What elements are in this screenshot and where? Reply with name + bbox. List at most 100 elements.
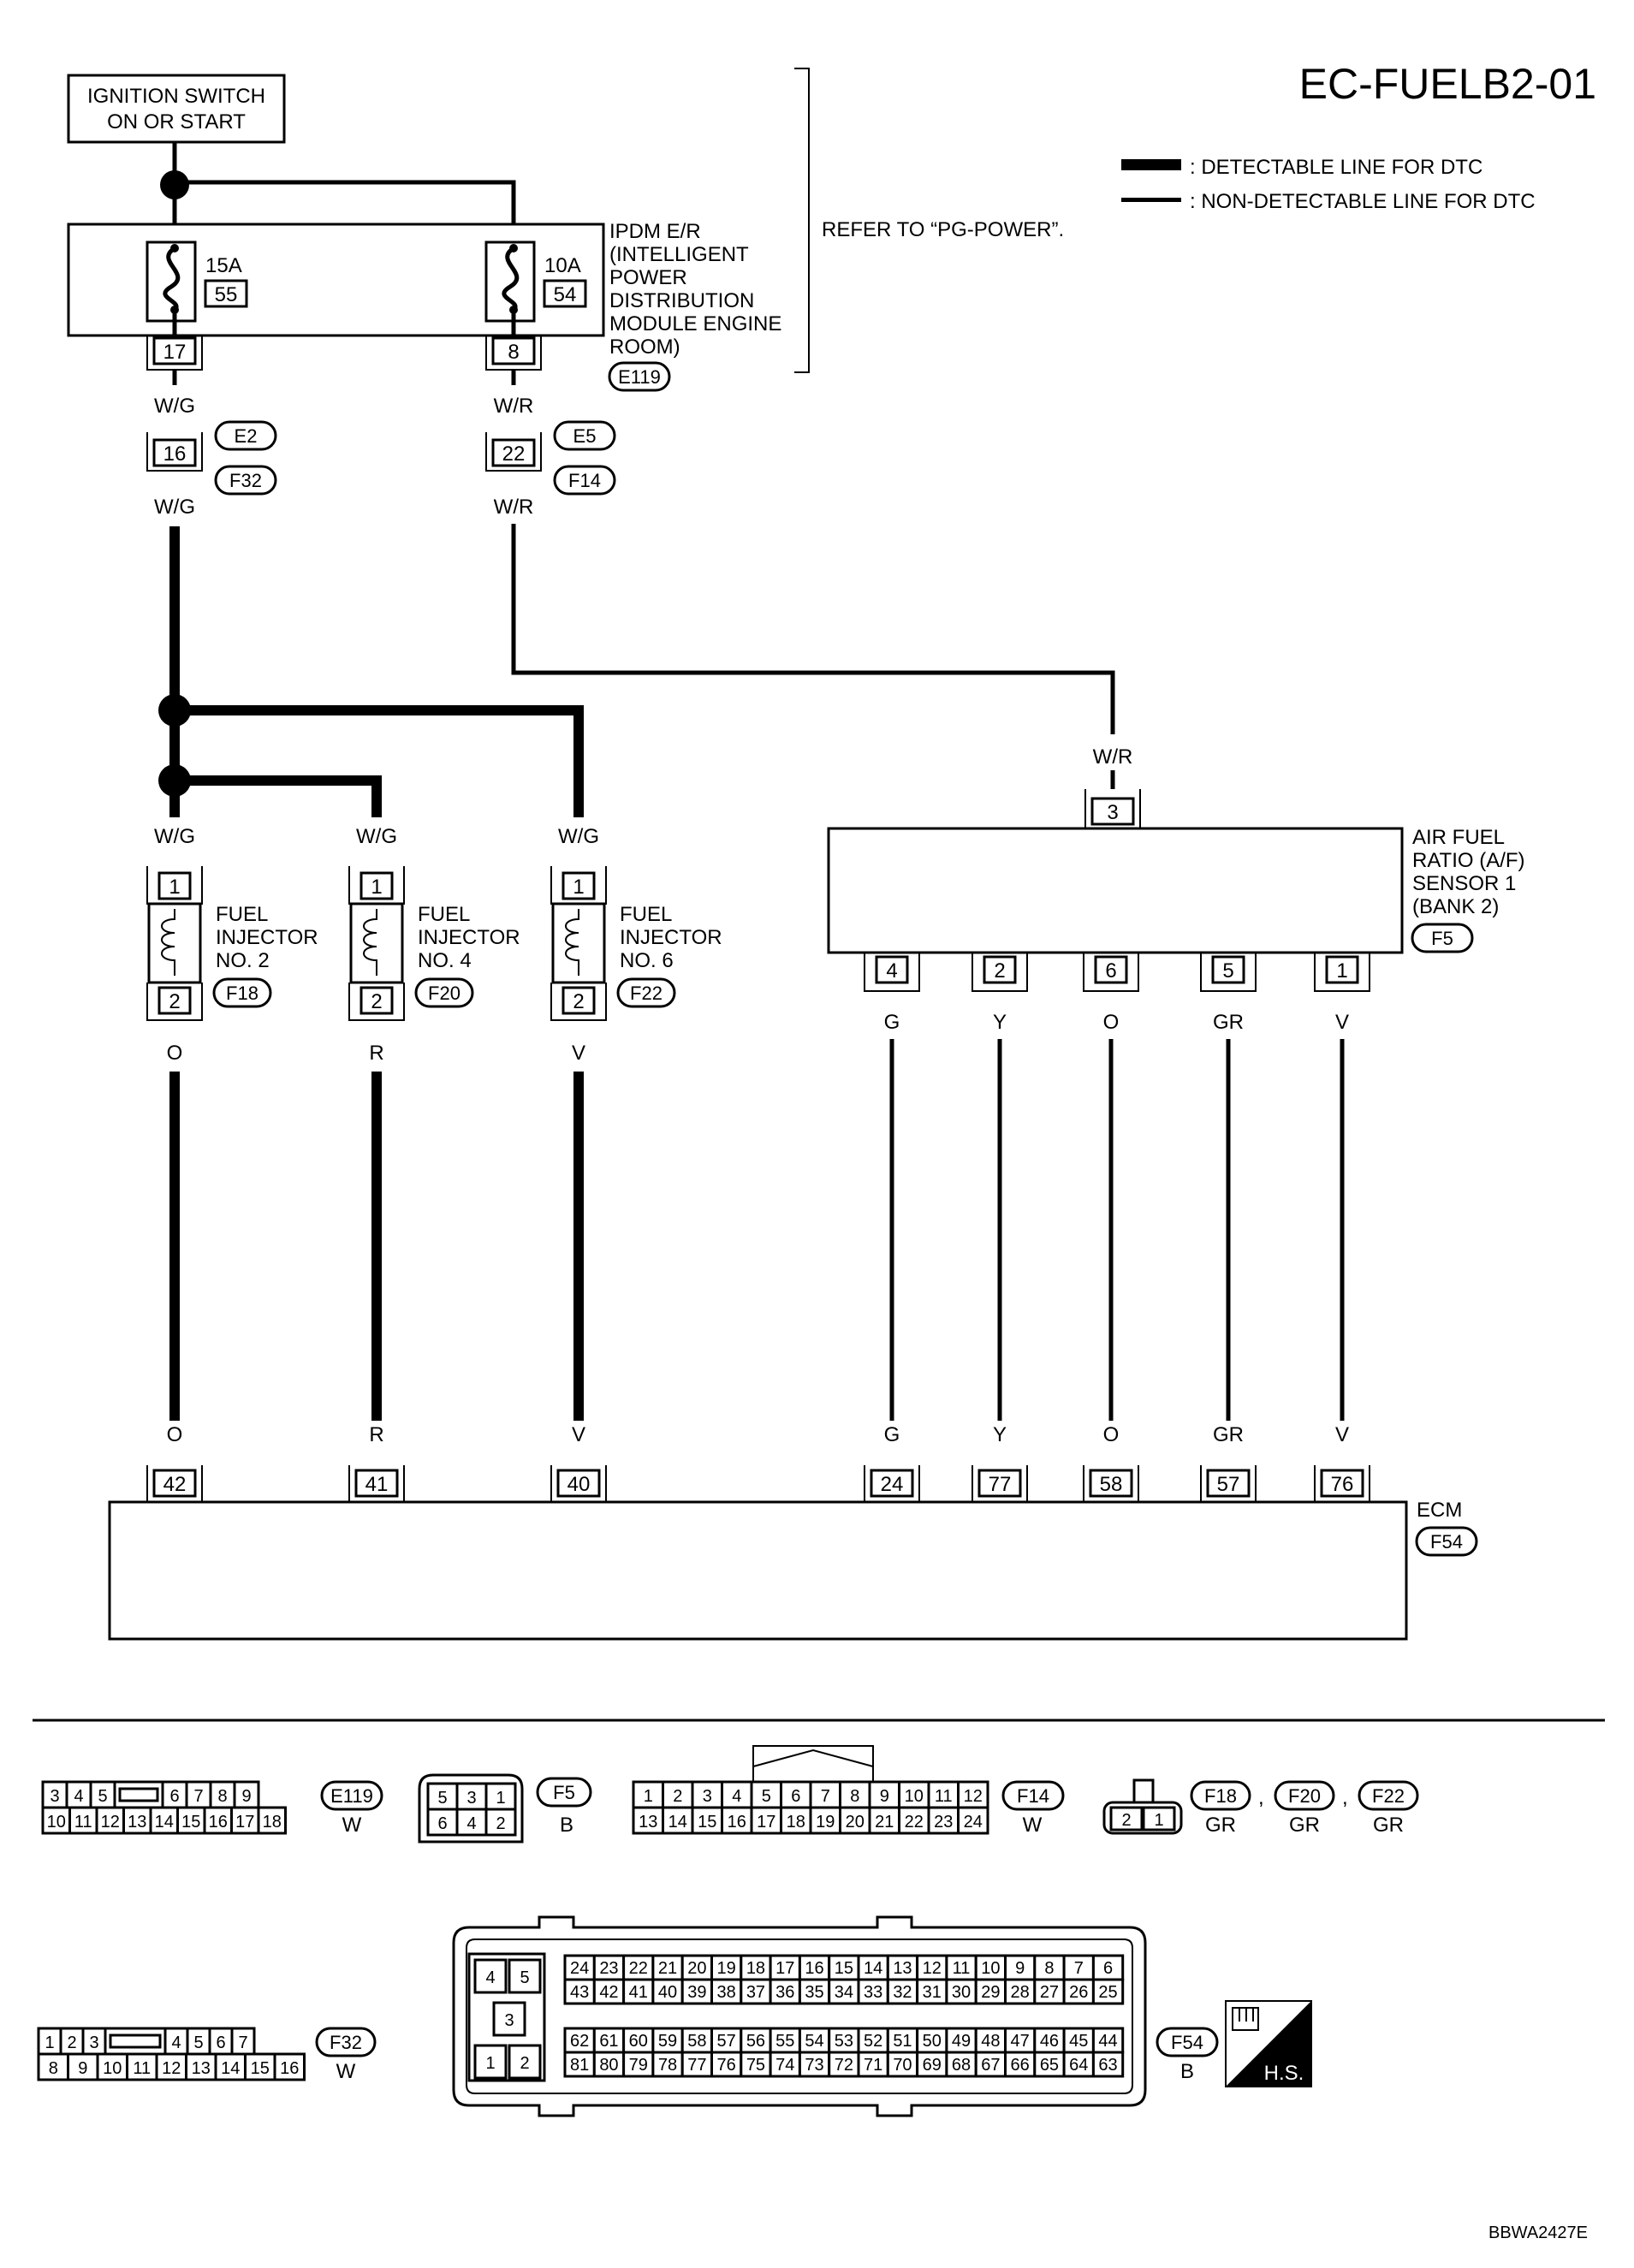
cavity-number: 45 [1069, 2032, 1088, 2051]
cavity-number: 7 [193, 1787, 203, 1806]
cavity-number: 15 [251, 2059, 270, 2078]
cavity-number: 13 [192, 2059, 211, 2078]
cavity-number: 13 [893, 1959, 912, 1978]
af-output-5: 1VV76A/F-UN2 [1302, 953, 1382, 1532]
cavity-number: 3 [89, 2033, 98, 2052]
af-sensor-label-1: AIR FUEL [1412, 826, 1505, 849]
cavity-number: 13 [128, 1813, 146, 1832]
cavity-number: 61 [599, 2032, 618, 2051]
ecm-wire-color: Y [993, 1423, 1007, 1446]
af-sensor-label-3: SENSOR 1 [1412, 872, 1516, 895]
legend-non-detectable-swatch [1121, 198, 1181, 202]
cavity-number: 38 [717, 1983, 736, 2002]
cavity-number: 4 [466, 1814, 476, 1833]
cavity-number: 4 [485, 1968, 495, 1987]
af-output-pin: 1 [1336, 959, 1347, 983]
cavity-number: 65 [1040, 2056, 1059, 2075]
left-joint-conn-top: E2 [235, 425, 258, 447]
injector-conn: F20 [428, 983, 460, 1004]
cavity-number: 8 [217, 1787, 227, 1806]
harness-side-label: H.S. [1264, 2062, 1304, 2085]
right-joint-conn-bottom: F14 [568, 470, 601, 491]
cavity-number: 35 [805, 1983, 823, 2002]
ipdm-pin-8: 8 [508, 341, 519, 364]
connector-separator: , [1258, 1786, 1264, 1809]
ecm-pin: 40 [567, 1473, 591, 1496]
right-joint-pin: 22 [502, 442, 526, 466]
cavity-number: 17 [235, 1813, 254, 1832]
injector-name-3: NO. 2 [216, 949, 270, 972]
cavity-number: 41 [629, 1983, 648, 2002]
af-output-pin: 5 [1222, 959, 1233, 983]
cavity-number: 27 [1040, 1983, 1059, 2002]
cavity-number: 7 [821, 1787, 830, 1806]
cavity-number: 33 [864, 1983, 882, 2002]
cavity-number: 14 [668, 1813, 687, 1832]
cavity-number: 14 [864, 1959, 882, 1978]
cavity-number: 2 [67, 2033, 76, 2052]
cavity-number: 63 [1098, 2056, 1117, 2075]
cavity-number: 39 [687, 1983, 706, 2002]
injector-pin-in: 1 [573, 876, 584, 899]
cavity-number: 22 [905, 1813, 924, 1832]
cavity-number: 25 [1098, 1983, 1117, 2002]
cavity-number: 7 [1074, 1959, 1084, 1978]
cavity-number: 21 [658, 1959, 677, 1978]
cavity-number: 3 [504, 2011, 514, 2030]
ignition-switch-box [67, 74, 286, 144]
cavity-number: 15 [835, 1959, 853, 1978]
ecm-pin: 57 [1217, 1473, 1240, 1496]
cavity-number: 18 [263, 1813, 282, 1832]
ipdm-label-3: POWER [609, 266, 687, 289]
fuse-10a-number: 54 [554, 283, 577, 306]
cavity-number: 3 [703, 1787, 712, 1806]
cavity-number: 36 [775, 1983, 794, 2002]
ipdm-pin-17: 17 [163, 341, 187, 364]
ecm-pin: 58 [1100, 1473, 1123, 1496]
cavity-number: 32 [893, 1983, 912, 2002]
ipdm-connector: E119 [618, 366, 661, 388]
cavity-number: 4 [171, 2033, 181, 2052]
injector-coil-icon [363, 909, 377, 976]
cavity-number: 21 [875, 1813, 894, 1832]
cavity-number: 5 [437, 1789, 447, 1808]
af-output-color: O [1103, 1011, 1120, 1034]
fuse-15a-number: 55 [215, 283, 238, 306]
af-sensor-outputs: 4GG24AF-H22YY77A/F-IA26OO58A/F-IP25GRGR5… [862, 953, 1382, 1532]
fuse-10a-rating: 10A [544, 254, 581, 277]
cavity-number: 15 [698, 1813, 716, 1832]
cavity-number: 1 [1154, 1811, 1163, 1830]
cavity-number: 10 [103, 2059, 122, 2078]
refer-bracket [794, 68, 810, 373]
cavity-number: 6 [791, 1787, 800, 1806]
cavity-number: 51 [893, 2032, 912, 2051]
cavity-number: 50 [923, 2032, 942, 2051]
left-wire-color-bottom: W/G [154, 496, 195, 519]
cavity-number: 20 [687, 1959, 706, 1978]
cavity-number: 6 [216, 2033, 225, 2052]
cavity-number: 16 [209, 1813, 228, 1832]
connector-color: B [560, 1814, 573, 1837]
ecm-wire-color: R [369, 1423, 383, 1446]
cavity-number: 5 [193, 2033, 203, 2052]
cavity-number: 11 [133, 2059, 151, 2078]
af-output-1: 4GG24AF-H2 [862, 953, 922, 1532]
cavity-number: 70 [893, 2056, 912, 2075]
cavity-number: 53 [835, 2032, 853, 2051]
wr-wire [511, 524, 1115, 734]
ipdm-label-1: IPDM E/R [609, 220, 701, 243]
cavity-number: 6 [169, 1787, 179, 1806]
af-output-color: V [1335, 1011, 1349, 1034]
connector-color: W [342, 1814, 362, 1837]
ignition-switch-line1: IGNITION SWITCH [87, 85, 265, 108]
af-output-4: 5GRGR57A/F-VM2 [1188, 953, 1269, 1532]
cavity-number: 4 [732, 1787, 741, 1806]
cavity-number: 13 [639, 1813, 657, 1832]
